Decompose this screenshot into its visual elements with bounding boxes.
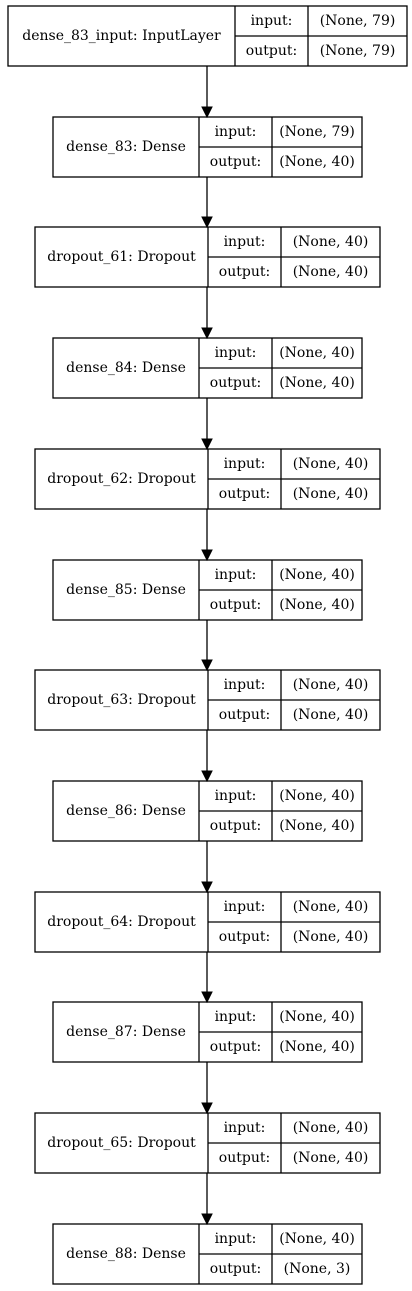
arrowhead-icon [201, 1102, 213, 1115]
layer-node: dense_87: Dense input: output: (None, 40) (N… [52, 1001, 363, 1063]
output-label: output: [219, 264, 270, 280]
input-label: input: [224, 1120, 266, 1136]
connection-arrow [201, 66, 213, 119]
input-shape-value: (None, 40) [279, 345, 355, 361]
output-label: output: [219, 1150, 270, 1166]
output-label: output: [210, 818, 261, 834]
input-shape-value: (None, 40) [279, 1231, 355, 1247]
arrowhead-icon [201, 991, 213, 1004]
layer-name: dense_85: Dense [66, 582, 186, 598]
layer-node: dense_88: Dense input: output: (None, 40) (N… [52, 1223, 363, 1285]
connection-arrow [201, 1173, 213, 1226]
arrowhead-icon [201, 327, 213, 340]
input-shape-value: (None, 40) [279, 567, 355, 583]
input-shape-value: (None, 79) [279, 124, 355, 140]
layer-name: dense_83_input: InputLayer [22, 28, 221, 44]
arrowhead-icon [201, 438, 213, 451]
output-label: output: [210, 1039, 261, 1055]
connection-arrow [201, 509, 213, 562]
output-label: output: [210, 375, 261, 391]
arrowhead-icon [201, 770, 213, 783]
input-label: input: [224, 899, 266, 915]
connection-arrow [201, 620, 213, 672]
input-label: input: [215, 788, 257, 804]
layer-node: dropout_64: Dropout input: output: (None, 4… [34, 891, 381, 953]
output-shape-value: (None, 40) [279, 1039, 355, 1055]
layer-name: dropout_63: Dropout [47, 692, 196, 708]
layer-node: dense_83: Dense input: output: (None, 79) (N… [52, 116, 363, 178]
output-shape-value: (None, 40) [293, 707, 369, 723]
input-shape-value: (None, 40) [293, 234, 369, 250]
output-label: output: [210, 1261, 261, 1277]
input-label: input: [215, 567, 257, 583]
input-shape-value: (None, 40) [293, 456, 369, 472]
arrowhead-icon [201, 216, 213, 229]
arrowhead-icon [201, 881, 213, 894]
output-label: output: [210, 154, 261, 170]
layer-node: dropout_63: Dropout input: output: (None, 4… [34, 669, 381, 731]
connection-arrow [201, 1062, 213, 1115]
input-shape-value: (None, 40) [279, 1009, 355, 1025]
layer-node: dropout_61: Dropout input: output: (None, 4… [34, 226, 381, 288]
output-label: output: [219, 707, 270, 723]
layer-name: dense_88: Dense [66, 1246, 186, 1262]
layer-node: dense_83_input: InputLayer input: output: (… [7, 5, 408, 67]
connection-arrow [201, 177, 213, 229]
layer-node: dropout_62: Dropout input: output: (None, 4… [34, 448, 381, 510]
arrowhead-icon [201, 1213, 213, 1226]
output-shape-value: (None, 40) [279, 154, 355, 170]
input-label: input: [215, 1231, 257, 1247]
output-shape-value: (None, 79) [320, 43, 396, 59]
input-shape-value: (None, 40) [293, 677, 369, 693]
layer-name: dense_84: Dense [66, 360, 186, 376]
output-label: output: [219, 929, 270, 945]
input-shape-value: (None, 40) [293, 899, 369, 915]
layer-name: dense_87: Dense [66, 1024, 186, 1040]
layer-name: dense_83: Dense [66, 139, 186, 155]
input-shape-value: (None, 79) [320, 13, 396, 29]
output-shape-value: (None, 40) [279, 818, 355, 834]
input-label: input: [215, 1009, 257, 1025]
layer-name: dropout_65: Dropout [47, 1135, 196, 1151]
layer-node: dense_86: Dense input: output: (None, 40) (N… [52, 780, 363, 842]
output-label: output: [246, 43, 297, 59]
input-label: input: [251, 13, 293, 29]
connection-arrow [201, 730, 213, 783]
connection-arrow [201, 398, 213, 451]
connection-arrow [201, 287, 213, 340]
input-label: input: [224, 234, 266, 250]
input-shape-value: (None, 40) [293, 1120, 369, 1136]
output-shape-value: (None, 3) [284, 1261, 351, 1277]
layer-name: dense_86: Dense [66, 803, 186, 819]
arrowhead-icon [201, 549, 213, 562]
layer-name: dropout_61: Dropout [47, 249, 196, 265]
connection-arrow [201, 952, 213, 1004]
layer-name: dropout_64: Dropout [47, 914, 196, 930]
output-shape-value: (None, 40) [293, 929, 369, 945]
input-label: input: [224, 677, 266, 693]
layer-node: dropout_65: Dropout input: output: (None, 4… [34, 1112, 381, 1174]
layer-node: dense_84: Dense input: output: (None, 40) (N… [52, 337, 363, 399]
input-label: input: [215, 345, 257, 361]
output-shape-value: (None, 40) [293, 1150, 369, 1166]
input-label: input: [215, 124, 257, 140]
arrowhead-icon [201, 659, 213, 672]
output-label: output: [210, 597, 261, 613]
output-shape-value: (None, 40) [293, 486, 369, 502]
output-shape-value: (None, 40) [279, 597, 355, 613]
input-shape-value: (None, 40) [279, 788, 355, 804]
layer-name: dropout_62: Dropout [47, 471, 196, 487]
connection-arrow [201, 841, 213, 894]
arrowhead-icon [201, 106, 213, 119]
output-label: output: [219, 486, 270, 502]
output-shape-value: (None, 40) [293, 264, 369, 280]
output-shape-value: (None, 40) [279, 375, 355, 391]
input-label: input: [224, 456, 266, 472]
layer-node: dense_85: Dense input: output: (None, 40) (N… [52, 559, 363, 621]
